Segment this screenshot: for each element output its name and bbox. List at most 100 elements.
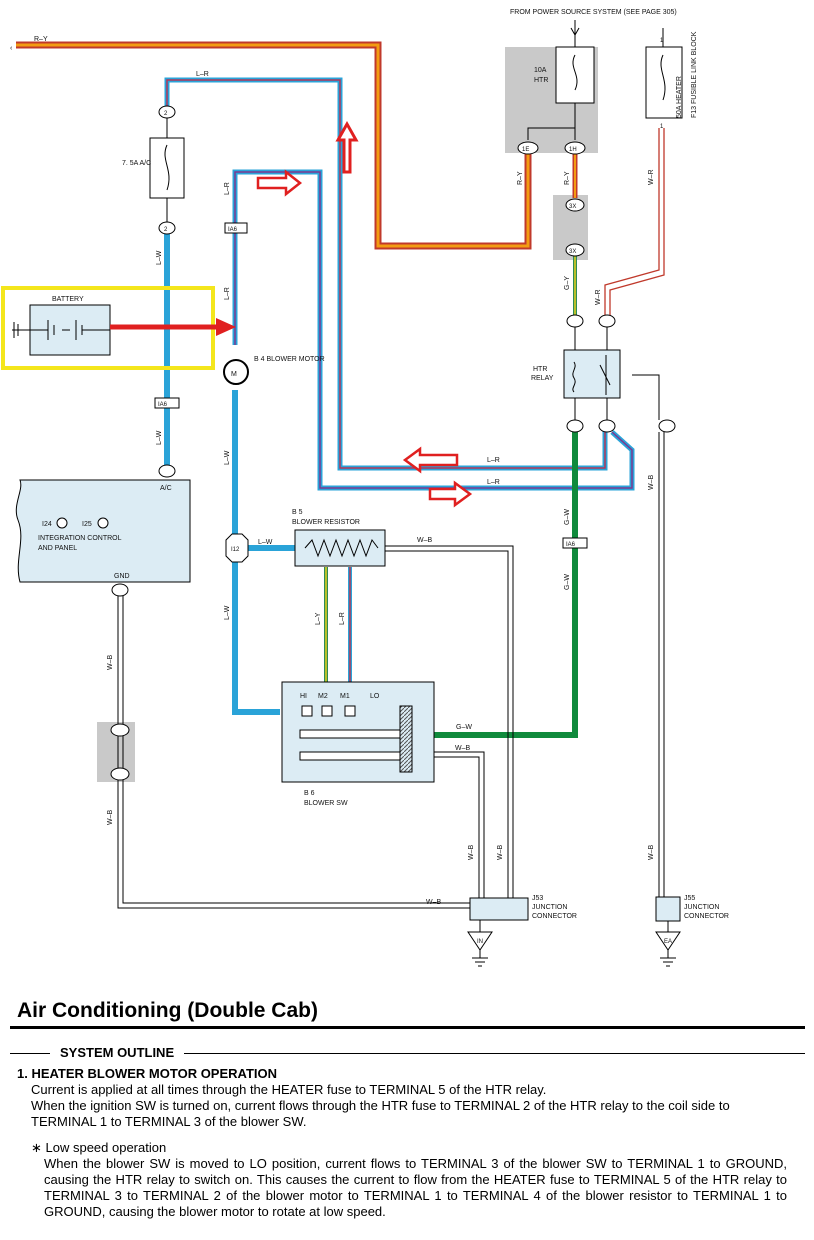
integration-label-a: INTEGRATION CONTROL (38, 535, 122, 542)
battery-symbol-icon (12, 320, 110, 340)
wire-label-w-b-3: W–B (417, 537, 433, 544)
wire-l-r-motor (232, 169, 635, 491)
wire-g-w (432, 432, 578, 738)
wiring-diagram: R–Y ‹ L–R L–R L–R L–R L–R L–W L–W L–W L–… (1, 9, 729, 967)
htr-fuse-box (555, 46, 595, 104)
resistor-zigzag-icon (304, 538, 379, 558)
pin-label: 2 (164, 227, 168, 233)
wire-label-w-r-1: W–R (648, 169, 655, 185)
wire-w-r (604, 128, 665, 318)
blower-motor-label: B 4 BLOWER MOTOR (254, 356, 325, 363)
j55-label-c: CONNECTOR (684, 913, 729, 920)
i24-label: I24 (42, 521, 52, 528)
ground-in-label: IN (477, 939, 483, 945)
htr-fuse-label-a: 10A (534, 67, 547, 74)
wire-label-l-r-3: L–R (487, 457, 500, 464)
power-feed-arrow-icon (570, 27, 580, 37)
htr-relay-box (563, 349, 621, 399)
blower-resistor-box (294, 529, 386, 567)
wire-label-r-y-2: R–Y (564, 171, 571, 185)
gnd-terminal-label: GND (114, 573, 130, 580)
j53-label-c: CONNECTOR (532, 913, 577, 920)
wire-label-r-y: R–Y (34, 36, 48, 43)
pin-label: 3X (569, 204, 576, 210)
right-arrow-icon (256, 169, 303, 197)
blower-sw-label-b: BLOWER SW (304, 800, 348, 807)
title-divider (10, 1026, 805, 1029)
wire-label-g-w-3: G–W (456, 724, 472, 731)
wire-label-w-b-8: W–B (648, 475, 655, 491)
wire-label-g-w-1: G–W (564, 509, 571, 525)
outline-paragraph-1: Current is applied at all times through … (31, 1082, 547, 1097)
heater-pin-2: 1 (660, 124, 664, 130)
motor-m-glyph: M (231, 371, 237, 378)
wire-l-w (164, 232, 295, 715)
ground-ea-icon (655, 931, 681, 967)
wire-label-l-r-4: L–R (487, 479, 500, 486)
ia6-connectors: IA6 IA6 IA6 (154, 222, 588, 549)
wire-label-g-y: G–Y (564, 276, 571, 290)
right-arrow-icon-2 (428, 480, 473, 508)
outline-paragraph-2: When the ignition SW is turned on, curre… (31, 1098, 730, 1129)
ground-ea-label: EA (664, 939, 672, 945)
relay-coil-icon (572, 361, 576, 393)
ac-fuse-element-icon (164, 144, 170, 191)
wire-label-w-b-7: W–B (497, 845, 504, 861)
integration-label-b: AND PANEL (38, 545, 77, 552)
wire-w-b (117, 374, 669, 932)
system-outline-header: SYSTEM OUTLINE (50, 1045, 185, 1060)
ia6-label-1: IA6 (228, 227, 238, 233)
blower-motor-icon (223, 359, 249, 385)
power-source-note: FROM POWER SOURCE SYSTEM (SEE PAGE 305) (510, 9, 677, 16)
j53-junction-box (469, 897, 529, 921)
wire-label-w-b-9: W–B (648, 845, 655, 861)
i12-label: I12 (231, 547, 240, 553)
wire-label-w-r-2: W–R (595, 289, 602, 305)
sw-position-m1: M1 (340, 693, 350, 700)
i12-junction-icon (225, 533, 249, 563)
outline-item-title: 1. HEATER BLOWER MOTOR OPERATION (17, 1066, 278, 1081)
outline-paragraph-3: When the blower SW is moved to LO positi… (44, 1156, 787, 1219)
system-outline-frame (10, 1053, 805, 1240)
htr-relay-label-a: HTR (533, 366, 547, 373)
wire-label-g-w-2: G–W (564, 574, 571, 590)
wire-label-w-b-6: W–B (468, 845, 475, 861)
wire-r-y (16, 41, 532, 250)
ia6-label-2: IA6 (158, 402, 168, 408)
heater-fuse-label: 50A HEATER (676, 76, 683, 118)
pin-label: 1E (522, 147, 529, 153)
ia6-label-3: IA6 (566, 542, 576, 548)
j55-junction-box (655, 896, 681, 922)
wire-continues-icon: ‹ (10, 45, 13, 52)
wire-label-w-b-1: W–B (107, 655, 114, 671)
j53-label-b: JUNCTION (532, 904, 567, 911)
wire-l-r-top (164, 77, 608, 471)
blower-resistor-label-a: B 5 (292, 509, 303, 516)
wire-label-l-w-2: L–W (156, 430, 163, 445)
relay-switch-icon (599, 355, 611, 395)
wire-label-l-r-top: L–R (196, 71, 209, 78)
htr-relay-label-b: RELAY (531, 375, 554, 382)
pin-label: 2 (164, 111, 168, 117)
blower-sw-label-a: B 6 (304, 790, 315, 797)
blower-resistor-label-b: BLOWER RESISTOR (292, 519, 360, 526)
ac-fuse-box (149, 137, 185, 199)
left-arrow-icon (402, 446, 459, 474)
system-outline-body: 1. HEATER BLOWER MOTOR OPERATION Current… (17, 1066, 787, 1220)
wire-label-w-b-4: W–B (455, 745, 471, 752)
connector-pins (110, 105, 676, 781)
i25-icon (97, 517, 109, 529)
wire-label-l-w-1: L–W (156, 250, 163, 265)
i24-icon (56, 517, 68, 529)
ground-in-icon (467, 931, 493, 967)
heater-fuse-element-icon (660, 54, 666, 101)
htr-fuse-label-b: HTR (534, 77, 548, 84)
wire-label-l-y: L–Y (315, 612, 322, 625)
up-arrow-icon (335, 120, 359, 174)
pin-label: 3X (569, 249, 576, 255)
wire-label-w-b-5: W–B (426, 899, 442, 906)
integration-panel-box (15, 479, 191, 583)
ac-fuse-label: 7. 5A A/C (122, 160, 151, 167)
sw-position-lo: LO (370, 693, 380, 700)
wire-label-l-r-5: L–R (339, 612, 346, 625)
